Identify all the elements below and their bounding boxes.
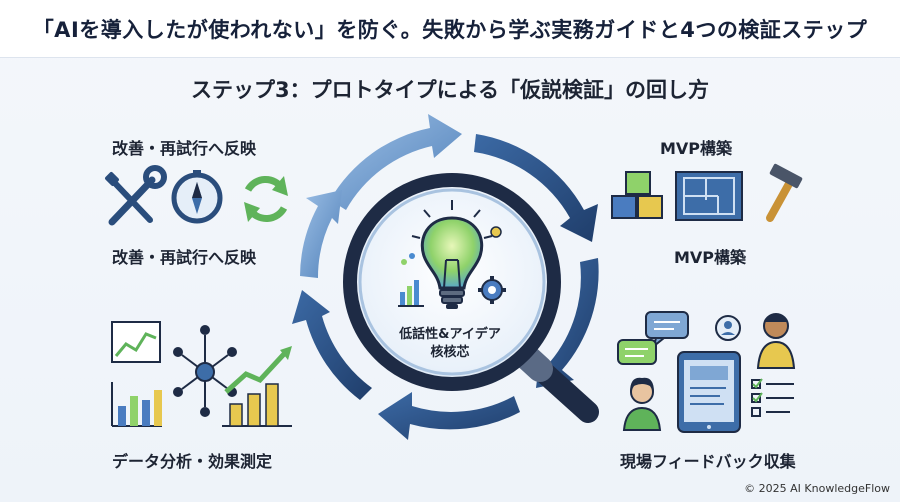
growth-chart-icon bbox=[222, 346, 292, 427]
mini-chart-icon bbox=[398, 253, 424, 307]
label-improve-top: 改善・再試行へ反映 bbox=[112, 139, 257, 158]
cycle-arrow-left bbox=[300, 190, 342, 278]
page-title: 「AIを導入したが使われない」を防ぐ。失敗から学ぶ実務ガイドと4つの検証ステップ bbox=[32, 17, 868, 42]
chat-bubble-icon bbox=[617, 311, 689, 365]
cycle-arrow-top bbox=[330, 114, 462, 210]
center-label: 低話性&アイデア 核核芯 bbox=[370, 326, 530, 362]
person-woman-icon bbox=[622, 377, 662, 431]
bar-chart-icon bbox=[111, 382, 162, 427]
network-icon bbox=[173, 325, 237, 417]
gear-icon bbox=[478, 276, 506, 304]
cycle-arrow-right-top bbox=[474, 134, 598, 242]
checklist-icon bbox=[751, 378, 794, 417]
dot-icon bbox=[490, 226, 502, 238]
cycle-arrow-bottom bbox=[378, 392, 520, 440]
title-bar: 「AIを導入したが使われない」を防ぐ。失敗から学ぶ実務ガイドと4つの検証ステップ bbox=[0, 0, 900, 58]
label-data-analysis: データ分析・効果測定 bbox=[112, 452, 273, 471]
magnifier-icon bbox=[343, 173, 599, 423]
cycle-arrow-left-bottom bbox=[292, 290, 372, 400]
cubes-icon bbox=[611, 171, 663, 219]
center-label-line2: 核核芯 bbox=[430, 345, 470, 360]
center-label-line1: 低話性&アイデア bbox=[399, 327, 501, 342]
lightbulb-icon bbox=[411, 200, 493, 309]
person-icon bbox=[756, 313, 796, 369]
user-icon bbox=[715, 315, 741, 341]
label-field-feedback: 現場フィードバック収集 bbox=[620, 452, 796, 471]
line-chart-icon bbox=[111, 321, 161, 363]
tools-icon bbox=[105, 165, 167, 226]
label-mvp-mid: MVP構築 bbox=[674, 248, 747, 267]
cycle-arrow-right bbox=[536, 258, 599, 388]
label-improve-mid: 改善・再試行へ反映 bbox=[112, 248, 257, 267]
compass-icon bbox=[171, 170, 223, 224]
label-mvp-top: MVP構築 bbox=[660, 139, 733, 158]
cycle-arrows bbox=[292, 114, 599, 440]
tablet-icon bbox=[677, 351, 741, 433]
refresh-icon bbox=[244, 175, 288, 223]
hammer-icon bbox=[766, 163, 803, 222]
copyright: © 2025 AI KnowledgeFlow bbox=[744, 482, 890, 495]
blueprint-icon bbox=[675, 171, 743, 221]
diagram-subtitle: ステップ3：プロトタイプによる「仮説検証」の回し方 bbox=[191, 78, 709, 102]
